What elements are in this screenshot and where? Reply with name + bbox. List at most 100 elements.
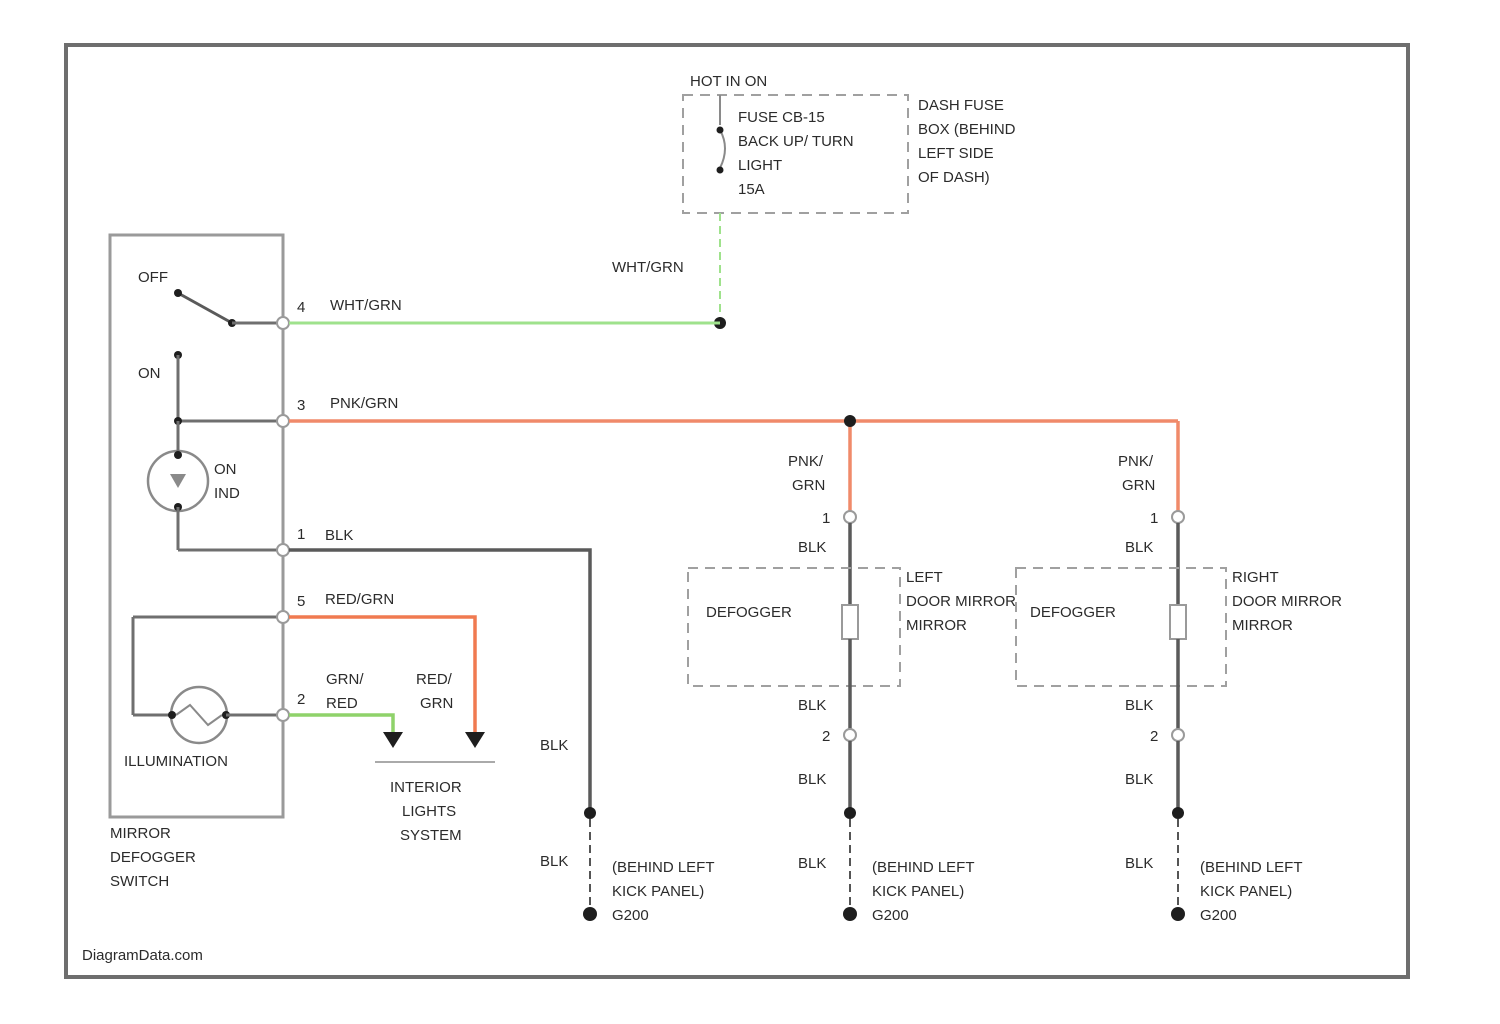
switch-pin-5-connector — [277, 611, 289, 623]
left-mirror-pin-1-label: 1 — [822, 510, 830, 527]
left-pnk-grn-label-2: GRN — [792, 477, 825, 494]
left-mirror-blk-label-3: BLK — [798, 771, 826, 788]
ground-2-label-1: (BEHIND LEFT — [872, 859, 975, 876]
left-mirror-name-3: MIRROR — [906, 617, 967, 634]
arrow-red-grn-icon — [465, 732, 485, 748]
left-mirror-pin-2-label: 2 — [822, 728, 830, 745]
fuse-label-line-1: FUSE CB-15 — [738, 109, 825, 126]
ground-2-label-2: KICK PANEL) — [872, 883, 964, 900]
fuse-terminal-bottom — [717, 167, 724, 174]
switch-pivot — [174, 289, 182, 297]
switch-pin-2-label: 2 — [297, 691, 305, 708]
switch-pin-3-label: 3 — [297, 397, 305, 414]
left-pnk-grn-label-1: PNK/ — [788, 453, 824, 470]
fuse-label-line-2: BACK UP/ TURN — [738, 133, 854, 150]
fuse-box-label-2: BOX (BEHIND — [918, 121, 1016, 138]
ground-1: BLK (BEHIND LEFT KICK PANEL) G200 — [540, 807, 715, 924]
right-mirror-blk-label-2: BLK — [1125, 697, 1153, 714]
left-mirror-name-2: DOOR MIRROR — [906, 593, 1016, 610]
left-mirror-blk-label-2: BLK — [798, 697, 826, 714]
right-pnk-grn-label-1: PNK/ — [1118, 453, 1154, 470]
arrow-grn-red-icon — [383, 732, 403, 748]
lamp-filament-icon — [176, 705, 222, 725]
splice-pnk-grn — [844, 415, 856, 427]
fuse-label-line-4: 15A — [738, 181, 765, 198]
interior-lights-label-2: LIGHTS — [402, 803, 456, 820]
led-label-2: IND — [214, 485, 240, 502]
right-mirror-name-1: RIGHT — [1232, 569, 1279, 586]
right-mirror-name-3: MIRROR — [1232, 617, 1293, 634]
interior-lights-label-1: INTERIOR — [390, 779, 462, 796]
ground-3-blk-label: BLK — [1125, 855, 1153, 872]
right-mirror-blk-label-1: BLK — [1125, 539, 1153, 556]
illumination-label: ILLUMINATION — [124, 753, 228, 770]
interior-lights-label-3: SYSTEM — [400, 827, 462, 844]
wire-label-wht-grn: WHT/GRN — [330, 297, 402, 314]
switch-pin-1-connector — [277, 544, 289, 556]
left-mirror-blk-label-1: BLK — [798, 539, 826, 556]
ground-3-splice — [1172, 807, 1184, 819]
right-mirror-pin-1-connector — [1172, 511, 1184, 523]
wire-grn-red — [289, 715, 393, 735]
switch-name-3: SWITCH — [110, 873, 169, 890]
ground-3: BLK (BEHIND LEFT KICK PANEL) G200 — [1125, 807, 1303, 924]
fuse-label-line-3: LIGHT — [738, 157, 782, 174]
led-label-1: ON — [214, 461, 237, 478]
right-mirror-pin-1-label: 1 — [1150, 510, 1158, 527]
right-mirror-name-2: DOOR MIRROR — [1232, 593, 1342, 610]
watermark: DiagramData.com — [82, 947, 203, 964]
diagram-frame — [66, 45, 1408, 977]
ground-1-splice — [584, 807, 596, 819]
ground-2: BLK (BEHIND LEFT KICK PANEL) G200 — [798, 807, 975, 924]
wire-label-red-grn: RED/GRN — [325, 591, 394, 608]
switch-pin-4-label: 4 — [297, 299, 305, 316]
left-mirror-name-1: LEFT — [906, 569, 943, 586]
ground-3-label-2: KICK PANEL) — [1200, 883, 1292, 900]
ground-2-point — [843, 907, 857, 921]
switch-pin-1-label: 1 — [297, 526, 305, 543]
lamp-terminal-left — [168, 711, 176, 719]
ground-3-point — [1171, 907, 1185, 921]
switch-name-2: DEFOGGER — [110, 849, 196, 866]
fuse-box-label-3: LEFT SIDE — [918, 145, 994, 162]
wire-label-grn-red-2: RED — [326, 695, 358, 712]
ground-2-label-3: G200 — [872, 907, 909, 924]
ground-1-label-3: G200 — [612, 907, 649, 924]
fuse-box-label-4: OF DASH) — [918, 169, 990, 186]
led-terminal-top — [174, 451, 182, 459]
fuse-box-label-1: DASH FUSE — [918, 97, 1004, 114]
wire-label-blk-switch-2: BLK — [540, 737, 568, 754]
right-pnk-grn-label-2: GRN — [1122, 477, 1155, 494]
ground-3-label-3: G200 — [1200, 907, 1237, 924]
left-mirror-pin-2-connector — [844, 729, 856, 741]
wire-label-grn-red-1: GRN/ — [326, 671, 364, 688]
wire-label-blk-switch: BLK — [325, 527, 353, 544]
fuse-symbol — [720, 130, 725, 168]
switch-pin-5-label: 5 — [297, 593, 305, 610]
ground-2-splice — [844, 807, 856, 819]
wire-label-wht-grn-fuse: WHT/GRN — [612, 259, 684, 276]
ground-2-blk-label: BLK — [798, 855, 826, 872]
right-defogger-label: DEFOGGER — [1030, 604, 1116, 621]
right-mirror-pin-2-connector — [1172, 729, 1184, 741]
hot-in-on-label: HOT IN ON — [690, 73, 767, 90]
left-defogger-element — [842, 605, 858, 639]
led-diode-icon — [170, 474, 186, 488]
left-mirror-outline — [688, 568, 900, 686]
switch-pin-3-connector — [277, 415, 289, 427]
switch-contact-arm — [178, 293, 232, 323]
left-mirror-pin-1-connector — [844, 511, 856, 523]
wire-label-red-grn-drop-1: RED/ — [416, 671, 453, 688]
right-defogger-element — [1170, 605, 1186, 639]
ground-1-blk-label: BLK — [540, 853, 568, 870]
wire-label-pnk-grn: PNK/GRN — [330, 395, 398, 412]
ground-3-label-1: (BEHIND LEFT — [1200, 859, 1303, 876]
switch-pin-2-connector — [277, 709, 289, 721]
switch-off-label: OFF — [138, 269, 168, 286]
left-defogger-label: DEFOGGER — [706, 604, 792, 621]
switch-name-1: MIRROR — [110, 825, 171, 842]
right-mirror-blk-label-3: BLK — [1125, 771, 1153, 788]
right-mirror-pin-2-label: 2 — [1150, 728, 1158, 745]
ground-1-point — [583, 907, 597, 921]
